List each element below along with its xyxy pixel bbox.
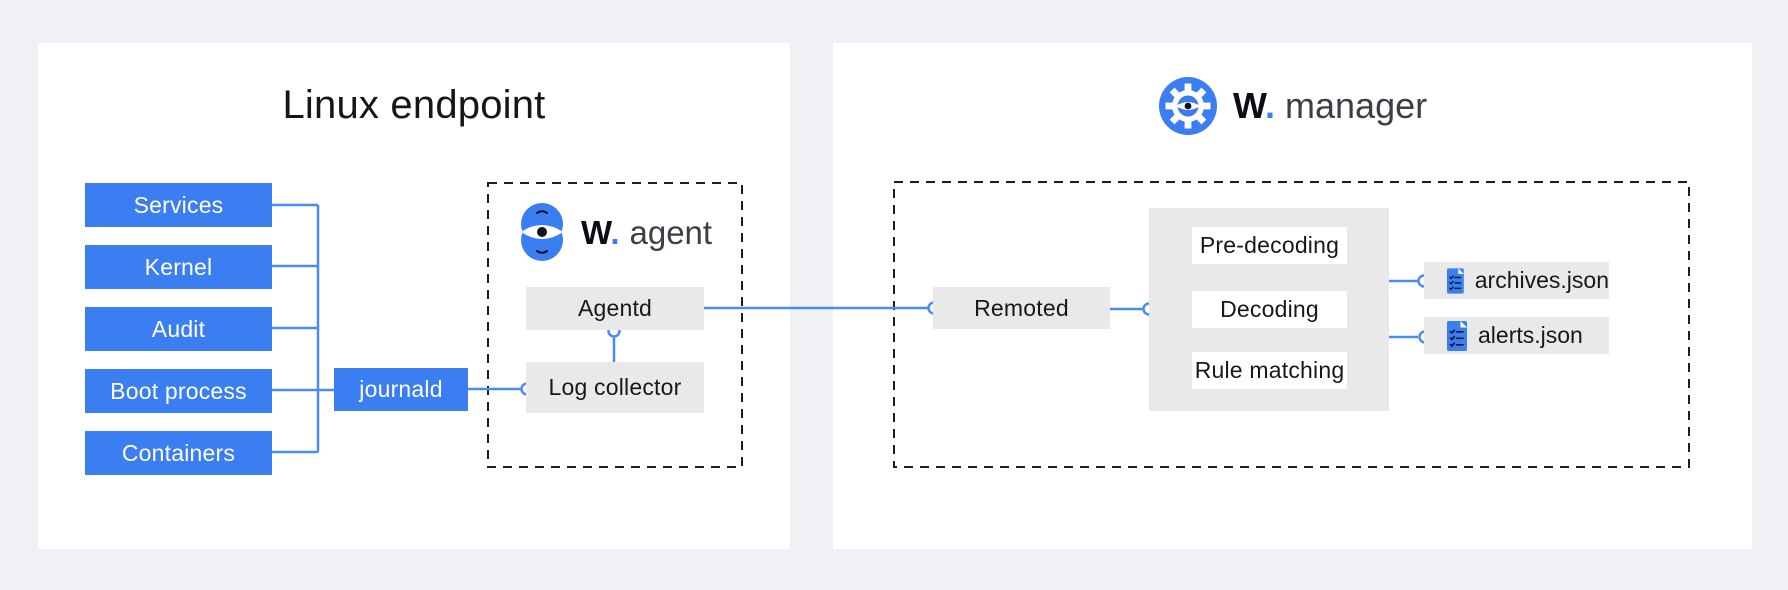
linux-endpoint-title: Linux endpoint	[282, 83, 546, 127]
log-collector-box: Log collector	[526, 362, 704, 413]
json-file-icon	[1447, 320, 1467, 351]
source-box-services: Services	[85, 183, 272, 227]
remoted-box: Remoted	[933, 287, 1110, 329]
agent-brand-dot: .	[610, 213, 620, 251]
json-file-icon	[1447, 267, 1464, 294]
manager-product-label: manager	[1285, 85, 1428, 126]
alerts-json-label: alerts.json	[1478, 322, 1583, 348]
source-box-audit: Audit	[85, 307, 272, 351]
agentd-box: Agentd	[526, 287, 704, 330]
archives-json-label: archives.json	[1474, 267, 1609, 293]
source-box-boot-process: Boot process	[85, 369, 272, 413]
source-box-containers: Containers	[85, 431, 272, 475]
agent-product-label: agent	[629, 213, 713, 251]
pre-decoding-box: Pre-decoding	[1192, 227, 1347, 264]
manager-title: W. manager	[1233, 80, 1427, 132]
wazuh-agent-logo-icon	[521, 203, 563, 261]
agent-title: W. agent	[581, 203, 712, 262]
manager-brand-dot: .	[1265, 85, 1276, 126]
archives-json-box: archives.json	[1424, 262, 1609, 299]
source-box-kernel: Kernel	[85, 245, 272, 289]
rule-matching-box: Rule matching	[1192, 352, 1347, 389]
wazuh-manager-logo-icon	[1159, 77, 1217, 135]
journald-box: journald	[334, 368, 468, 411]
agent-brand-letter: W.	[581, 213, 620, 251]
manager-brand-letter: W.	[1233, 85, 1276, 126]
decoding-box: Decoding	[1192, 291, 1347, 328]
alerts-json-box: alerts.json	[1424, 317, 1609, 354]
